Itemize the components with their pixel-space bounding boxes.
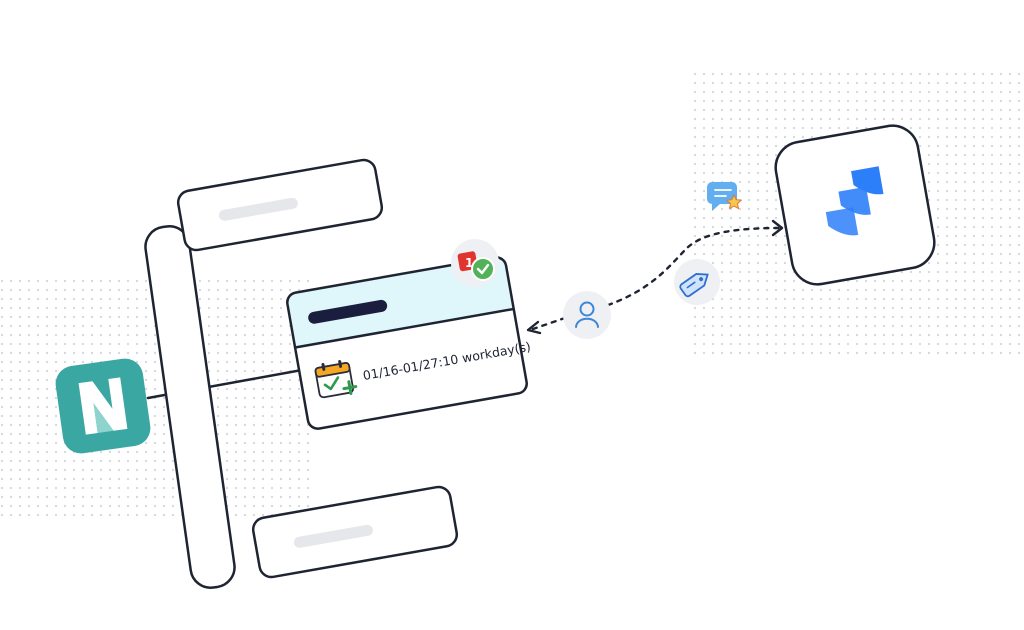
calendar-check-add-icon [314, 359, 358, 399]
mindmap-app-icon [55, 358, 151, 454]
comment-star-icon [707, 182, 743, 211]
top-node-placeholder-bar [218, 197, 298, 221]
task-title-bar [308, 299, 388, 324]
bottom-node-card [251, 485, 459, 579]
tag-icon [674, 259, 720, 305]
user-icon [563, 291, 611, 339]
bottom-node-placeholder-bar [293, 524, 373, 548]
tree-spine [144, 225, 236, 589]
badge-count: 1 [465, 256, 473, 270]
notification-check-badge-icon: 1 [451, 239, 499, 287]
sync-path [526, 219, 784, 335]
task-card[interactable]: 01/16-01/27:10 workday(s) [285, 254, 539, 430]
jira-icon [774, 124, 936, 286]
top-node-card [176, 158, 384, 252]
